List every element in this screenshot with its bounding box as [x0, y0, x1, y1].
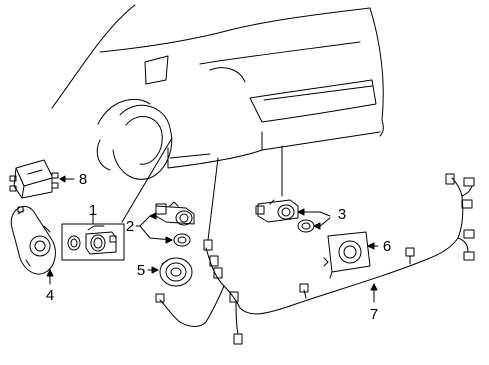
callout-label-2: 2 [126, 218, 134, 235]
callout-2-bottom-line [139, 225, 173, 241]
wire-harness-part-7 [155, 173, 475, 345]
vehicle-rear-outline [51, 4, 384, 180]
bracket-part-4 [10, 205, 56, 275]
callout-label-1: 1 [89, 202, 97, 219]
callout-label-6: 6 [383, 238, 391, 255]
callout-label-3: 3 [338, 206, 346, 223]
pad-part-5 [159, 257, 193, 287]
module-part-8 [9, 159, 59, 199]
callout-label-7: 7 [370, 306, 378, 323]
callout-label-5: 5 [137, 262, 145, 279]
sensor-assembly-part-1 [61, 223, 125, 261]
sensor-part-3 [255, 199, 315, 233]
pad-part-6 [323, 231, 371, 279]
vehicle-leader-lines [121, 137, 283, 241]
callout-label-4: 4 [46, 287, 54, 304]
callout-3-top-line [297, 211, 331, 217]
sensor-part-2 [155, 201, 195, 247]
callout-label-8: 8 [79, 171, 87, 188]
